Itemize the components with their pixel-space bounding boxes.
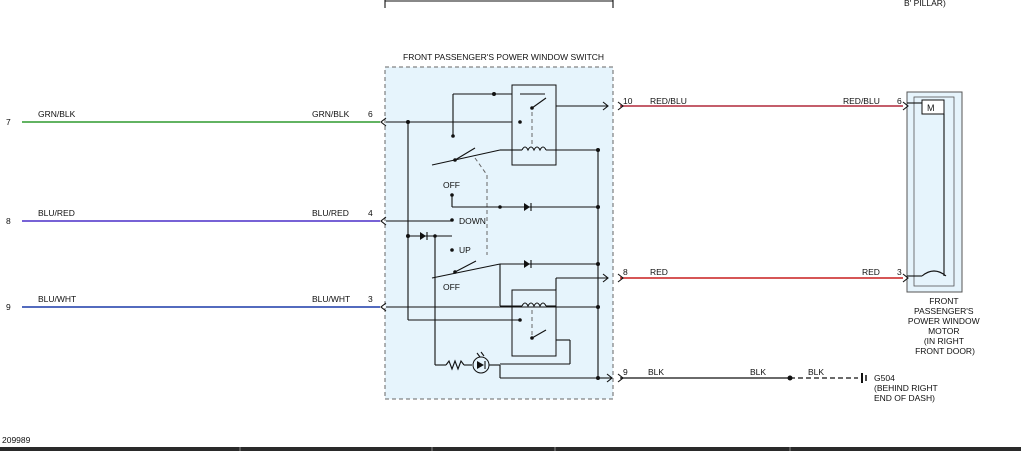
junction-dot (406, 234, 410, 238)
pillar-text: B' PILLAR) (904, 0, 946, 8)
wire-blu-red-label-left: BLU/RED (38, 208, 75, 218)
splice-dot (787, 375, 793, 381)
down-label: DOWN (459, 216, 486, 226)
upper-relay (511, 84, 557, 166)
diode-icon (524, 260, 530, 268)
switch-pin-10: 10 (623, 96, 633, 106)
motor-label: FRONT PASSENGER'S POWER WINDOW MOTOR (IN… (908, 296, 982, 356)
wire-blu-red-label-right: BLU/RED (312, 208, 349, 218)
relay-pivot (530, 106, 534, 110)
motor-inner-frame (913, 96, 955, 287)
junction-dot (596, 305, 600, 309)
diagram-id: 209989 (2, 435, 31, 445)
diode-icon (524, 203, 530, 211)
switch-pin-9: 9 (623, 367, 628, 377)
pin9-arrow-icon (606, 373, 613, 383)
diode-icon (420, 232, 426, 240)
connector-8-icon (617, 273, 624, 283)
connector-3-icon (380, 302, 387, 312)
junction-dot (451, 134, 455, 138)
wire-blu-wht-label-right: BLU/WHT (312, 294, 350, 304)
switch-pin-6: 6 (368, 109, 373, 119)
motor-pin-6: 6 (897, 96, 902, 106)
wire-blk-label-2: BLK (750, 367, 766, 377)
connector-8-label: 8 (6, 216, 11, 226)
junction-dot (433, 234, 437, 238)
ground-id: G504 (874, 373, 895, 383)
lower-relay (511, 289, 557, 357)
switch-pin-3: 3 (368, 294, 373, 304)
wire-grn-blk-label-left: GRN/BLK (38, 109, 76, 119)
led-ray (480, 351, 485, 357)
upper-switch-line (431, 149, 501, 166)
off-upper-label: OFF (443, 180, 460, 190)
switch-pin-4: 4 (368, 208, 373, 218)
upper-relay-coil-icon (521, 146, 547, 152)
wire-red-label-right: RED (862, 267, 880, 277)
off-lower-label: OFF (443, 282, 460, 292)
led-ray (476, 352, 481, 358)
relay-pivot (530, 336, 534, 340)
switch-pivot (453, 270, 457, 274)
motor-connector-3-icon (902, 273, 909, 283)
switch-housing (384, 66, 614, 400)
bottom-bar (0, 447, 1021, 451)
pin10-arrow-icon (602, 101, 609, 111)
motor-symbol-box (921, 99, 945, 115)
led-diode-icon (477, 361, 484, 369)
junction-dot (498, 205, 502, 209)
wire-blk-label-3: BLK (808, 367, 824, 377)
junction-dot (518, 120, 522, 124)
lower-relay-coil-icon (521, 302, 547, 308)
ground-location-2: END OF DASH) (874, 393, 935, 403)
connector-10-icon (617, 101, 624, 111)
resistor-icon (445, 359, 465, 371)
upper-switch-arm (454, 147, 476, 161)
junction-dot (492, 92, 496, 96)
relay-switch-arm (531, 97, 547, 109)
motor-pin-3: 3 (897, 267, 902, 277)
connector-6-icon (380, 117, 387, 127)
relay-switch-arm (531, 329, 547, 339)
pin8-arrow-icon (602, 273, 609, 283)
ground-location-1: (BEHIND RIGHT (874, 383, 938, 393)
wire-grn-blk-label-right: GRN/BLK (312, 109, 350, 119)
switch-link-dash (474, 157, 488, 176)
switch-pivot (453, 158, 457, 162)
junction-dot (518, 318, 522, 322)
lower-switch-arm (454, 260, 477, 273)
connector-9-label: 9 (6, 302, 11, 312)
up-label: UP (459, 245, 471, 255)
wire-red-blu-label-left: RED/BLU (650, 96, 687, 106)
motor-connector-6-icon (902, 101, 909, 111)
wire-blk-label-1: BLK (648, 367, 664, 377)
up-contact (450, 248, 454, 252)
wire-red-blu-label-right: RED/BLU (843, 96, 880, 106)
switch-pin-8: 8 (623, 267, 628, 277)
junction-dot (596, 262, 600, 266)
motor-housing (906, 91, 963, 293)
wire-blu-wht-label-left: BLU/WHT (38, 294, 76, 304)
switch-title: FRONT PASSENGER'S POWER WINDOW SWITCH (403, 52, 604, 62)
motor-m-icon: M (927, 103, 935, 113)
connector-9-icon (617, 373, 624, 383)
junction-dot (596, 205, 600, 209)
connector-4-icon (380, 216, 387, 226)
connector-7-label: 7 (6, 117, 11, 127)
wire-red-label-left: RED (650, 267, 668, 277)
lower-switch-line (431, 263, 501, 279)
